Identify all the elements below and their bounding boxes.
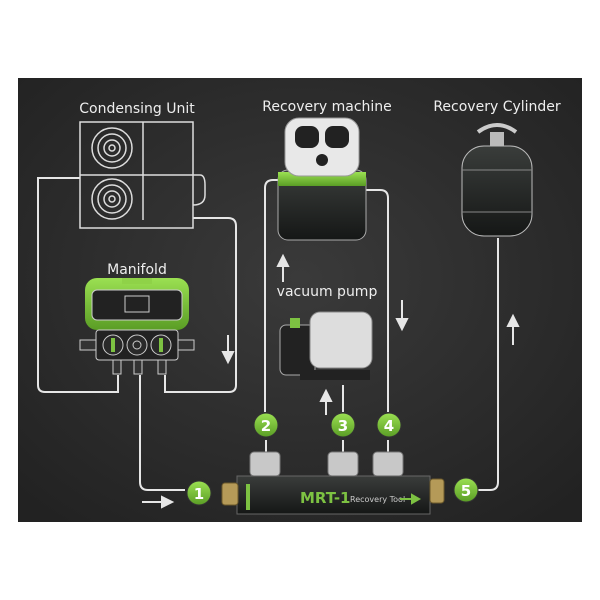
arrow-up-icon (276, 253, 290, 282)
tool-name: MRT-1 (300, 489, 351, 507)
port-number: 5 (461, 482, 471, 500)
port-number: 1 (194, 485, 204, 503)
arrow-down-icon (395, 300, 409, 332)
tool-subtitle: Recovery Tool (350, 495, 405, 504)
port-badge-5: 5 (453, 477, 479, 503)
recovery-cylinder (461, 123, 533, 237)
label-recovery-cylinder: Recovery Cylinder (433, 99, 561, 115)
label-manifold: Manifold (107, 262, 167, 278)
condensing-unit (79, 121, 206, 229)
port-fitting (249, 451, 281, 477)
arrow-down-icon (221, 335, 235, 365)
port-badge-1: 1 (186, 480, 212, 506)
label-condensing-unit: Condensing Unit (79, 101, 195, 117)
arrow-right-icon (400, 493, 422, 505)
port-fitting (372, 451, 404, 477)
mrt-1-recovery-tool: MRT-1 Recovery Tool (221, 451, 445, 515)
label-vacuum-pump: vacuum pump (277, 284, 378, 300)
vacuum-pump (279, 311, 373, 380)
fan-icon (91, 178, 133, 220)
fan-icon (91, 127, 133, 169)
arrow-up-icon (319, 388, 333, 415)
manifold-gauge (79, 278, 195, 375)
hose-lines (37, 177, 499, 491)
recovery-machine (277, 117, 367, 241)
port-number: 4 (384, 417, 394, 435)
flow-arrows (142, 253, 520, 509)
port-number: 3 (338, 417, 348, 435)
port-badge-3: 3 (330, 412, 356, 438)
port-badge-4: 4 (376, 412, 402, 438)
arrow-right-icon (142, 495, 175, 509)
port-number: 2 (261, 417, 271, 435)
label-recovery-machine: Recovery machine (262, 99, 392, 115)
arrow-up-icon (506, 313, 520, 345)
port-badge-2: 2 (253, 412, 279, 438)
port-fitting (327, 451, 359, 477)
